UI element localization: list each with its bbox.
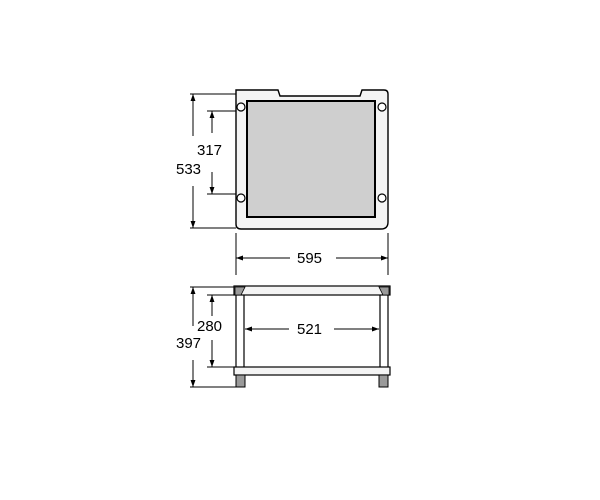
label-595: 595	[297, 250, 322, 267]
top-view-extension-lines	[190, 93, 389, 275]
top-shelf	[233, 285, 391, 296]
post-right	[379, 290, 389, 376]
corner-left	[234, 286, 246, 296]
bottom-shelf	[233, 366, 391, 376]
foot-right	[378, 374, 389, 388]
label-280: 280	[197, 318, 222, 335]
label-521: 521	[297, 321, 322, 338]
front-view: 280 397 521	[176, 285, 391, 388]
corner-right	[378, 286, 390, 296]
label-317: 317	[197, 142, 222, 159]
hole-top-right	[377, 102, 387, 112]
hole-bottom-right	[377, 193, 387, 203]
hole-bottom-left	[236, 193, 246, 203]
top-view-panel	[246, 100, 376, 218]
label-397: 397	[176, 335, 201, 352]
top-view: 317 533 595	[176, 89, 389, 275]
hole-top-left	[236, 102, 246, 112]
label-533: 533	[176, 161, 201, 178]
foot-left	[235, 374, 246, 388]
post-left	[235, 290, 245, 376]
